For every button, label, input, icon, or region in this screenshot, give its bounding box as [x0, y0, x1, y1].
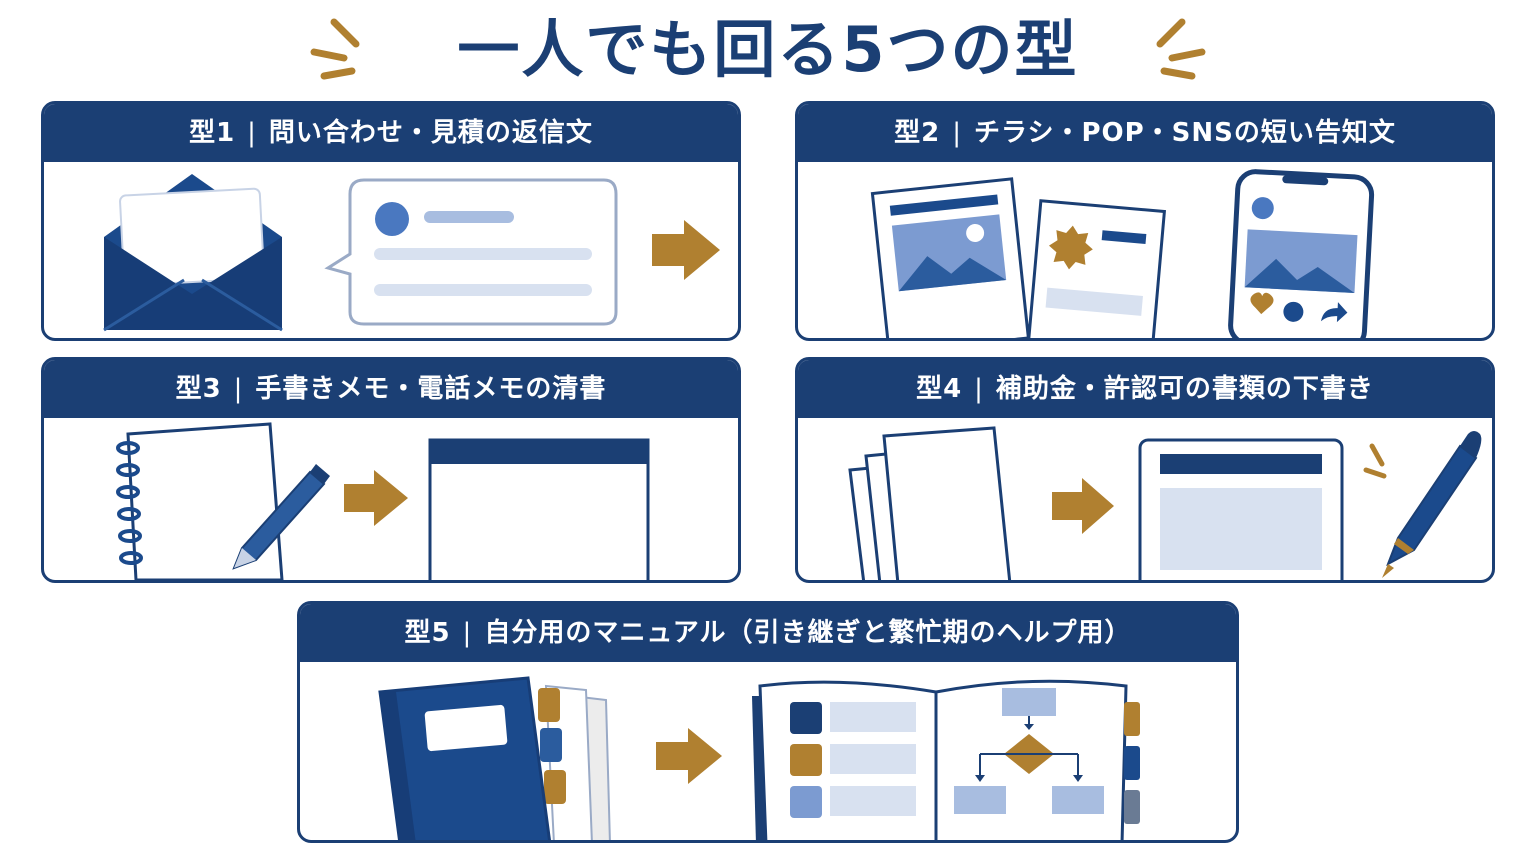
card-label: 型4 [916, 374, 963, 404]
pen-icon [232, 464, 330, 570]
card-title: 手書きメモ・電話メモの清書 [255, 374, 607, 404]
card-title: 問い合わせ・見積の返信文 [268, 118, 593, 148]
card-title: 自分用のマニュアル（引き継ぎと繁忙期のヘルプ用） [484, 618, 1132, 648]
page-title: 一人でも回る5つの型 [457, 13, 1079, 86]
card-type-4: 型4 | 補助金・許認可の書類の下書き [795, 357, 1495, 583]
open-manual-icon [752, 679, 1140, 840]
card-separator: | [952, 118, 962, 148]
arrow-right-icon [652, 220, 720, 280]
card-label: 型2 [894, 118, 941, 148]
card-header: 型5 | 自分用のマニュアル（引き継ぎと繁忙期のヘルプ用） [300, 604, 1236, 662]
sparkle-lines-right-icon [1156, 18, 1206, 80]
card-title: チラシ・POP・SNSの短い告知文 [973, 118, 1396, 148]
form-icon [1138, 438, 1344, 580]
card-separator: | [247, 118, 257, 148]
pop-card-icon [1027, 199, 1167, 338]
flowchart-icon [954, 688, 1104, 814]
card-type-5: 型5 | 自分用のマニュアル（引き継ぎと繁忙期のヘルプ用） [297, 601, 1239, 843]
card-header: 型1 | 問い合わせ・見積の返信文 [44, 104, 738, 162]
arrow-right-icon [656, 728, 722, 784]
card-label: 型1 [189, 118, 236, 148]
arrow-right-icon [1052, 478, 1114, 534]
paper-stack-icon [848, 426, 1012, 580]
card-separator: | [462, 618, 473, 648]
notebook-icon [116, 422, 284, 580]
smartphone-icon [1228, 169, 1375, 338]
document-icon [428, 438, 650, 580]
card-title: 補助金・許認可の書類の下書き [995, 374, 1374, 404]
card-label: 型3 [175, 374, 222, 404]
card-header: 型4 | 補助金・許認可の書類の下書き [798, 360, 1492, 418]
card-label: 型5 [404, 618, 451, 648]
card-header: 型2 | チラシ・POP・SNSの短い告知文 [798, 104, 1492, 162]
fountain-pen-icon [1382, 431, 1482, 578]
sparkle-icon [1363, 443, 1387, 479]
envelope-icon [103, 174, 283, 332]
binder-icon [378, 676, 611, 840]
card-type-1: 型1 | 問い合わせ・見積の返信文 [41, 101, 741, 341]
card-header: 型3 | 手書きメモ・電話メモの清書 [44, 360, 738, 418]
speech-bubble-icon [324, 178, 618, 326]
flyer-icon [870, 177, 1031, 338]
card-separator: | [974, 374, 984, 404]
sparkle-lines-left-icon [310, 18, 360, 80]
card-separator: | [233, 374, 244, 404]
arrow-right-icon [344, 470, 408, 526]
card-type-3: 型3 | 手書きメモ・電話メモの清書 [41, 357, 741, 583]
card-type-2: 型2 | チラシ・POP・SNSの短い告知文 [795, 101, 1495, 341]
